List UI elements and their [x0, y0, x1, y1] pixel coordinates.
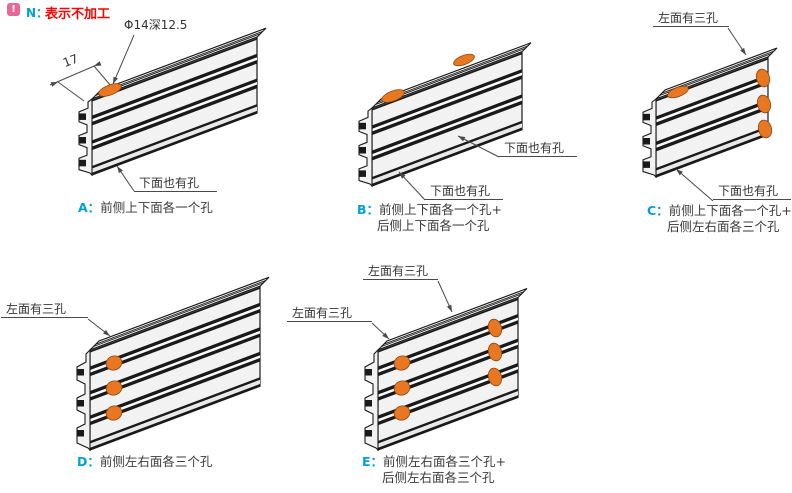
hole-marker	[487, 342, 503, 362]
hole-marker	[756, 94, 772, 114]
hole-marker	[393, 405, 411, 421]
hole-marker	[98, 83, 122, 97]
hole-marker	[667, 85, 689, 99]
caption-b-line2: 后侧上下面各一个孔	[377, 218, 490, 233]
dim-hole-label: Φ14深12.5	[124, 18, 188, 32]
hole-marker	[393, 380, 411, 396]
caption-d: D：前侧左右面各三个孔	[77, 454, 212, 469]
caption-letter-c: C：	[647, 203, 669, 218]
caption-a: A：前侧上下面各一个孔	[78, 200, 213, 215]
caption-letter-d: D：	[77, 454, 100, 469]
caption-text-b1: 前侧上下面各一个孔+	[379, 202, 503, 217]
caption-letter-a: A：	[78, 200, 101, 215]
caption-text-c1: 前侧上下面各一个孔+	[668, 203, 792, 218]
label-bottom-hole-b: 下面也有孔	[425, 184, 503, 200]
profile-e	[364, 287, 528, 452]
exclamation-icon: !	[7, 3, 20, 16]
caption-e: E：前侧左右面各三个孔+	[362, 454, 506, 469]
hole-marker	[757, 119, 773, 139]
hole-marker	[105, 380, 123, 396]
profile-b	[358, 42, 532, 188]
label-bottom-hole-a: 下面也有孔	[134, 176, 217, 192]
hole-marker	[453, 53, 475, 67]
dimension-17	[49, 61, 112, 102]
label-left-holes-e-back: 左面有三孔	[363, 264, 438, 280]
note-prefix: N：	[26, 6, 49, 20]
caption-c: C：前侧上下面各一个孔+	[647, 203, 792, 218]
caption-text-d: 前侧左右面各三个孔	[99, 454, 213, 469]
hole-markers	[98, 53, 773, 421]
caption-letter-b: B：	[357, 202, 380, 217]
label-back-bottom-hole-b: 下面也有孔	[499, 141, 577, 157]
note-text: 表示不加工	[45, 7, 111, 22]
hole-marker	[381, 89, 405, 103]
caption-b: B：前侧上下面各一个孔+	[357, 202, 502, 217]
hole-marker	[105, 355, 123, 371]
label-left-holes-e-front: 左面有三孔	[287, 306, 372, 322]
leader-lines	[87, 27, 747, 340]
label-left-holes-c: 左面有三孔	[653, 11, 729, 27]
label-left-holes-d: 左面有三孔	[1, 302, 88, 318]
hole-marker	[487, 367, 503, 387]
note-icon: !	[7, 3, 20, 16]
label-bottom-hole-c: 下面也有孔	[713, 184, 791, 200]
caption-text-a: 前侧上下面各一个孔	[100, 200, 213, 215]
caption-c-line2: 后侧左右面各三个孔	[667, 219, 780, 234]
profile-c	[642, 47, 778, 179]
caption-e-line2: 后侧左右面各三个孔	[382, 470, 495, 485]
caption-text-e1: 前侧左右面各三个孔+	[383, 454, 507, 469]
hole-marker	[393, 355, 411, 371]
hole-marker	[755, 68, 771, 88]
profile-d	[76, 276, 270, 452]
hole-marker	[487, 318, 503, 338]
caption-letter-e: E：	[362, 454, 384, 469]
hole-marker	[105, 405, 123, 421]
profile-a	[78, 27, 267, 177]
